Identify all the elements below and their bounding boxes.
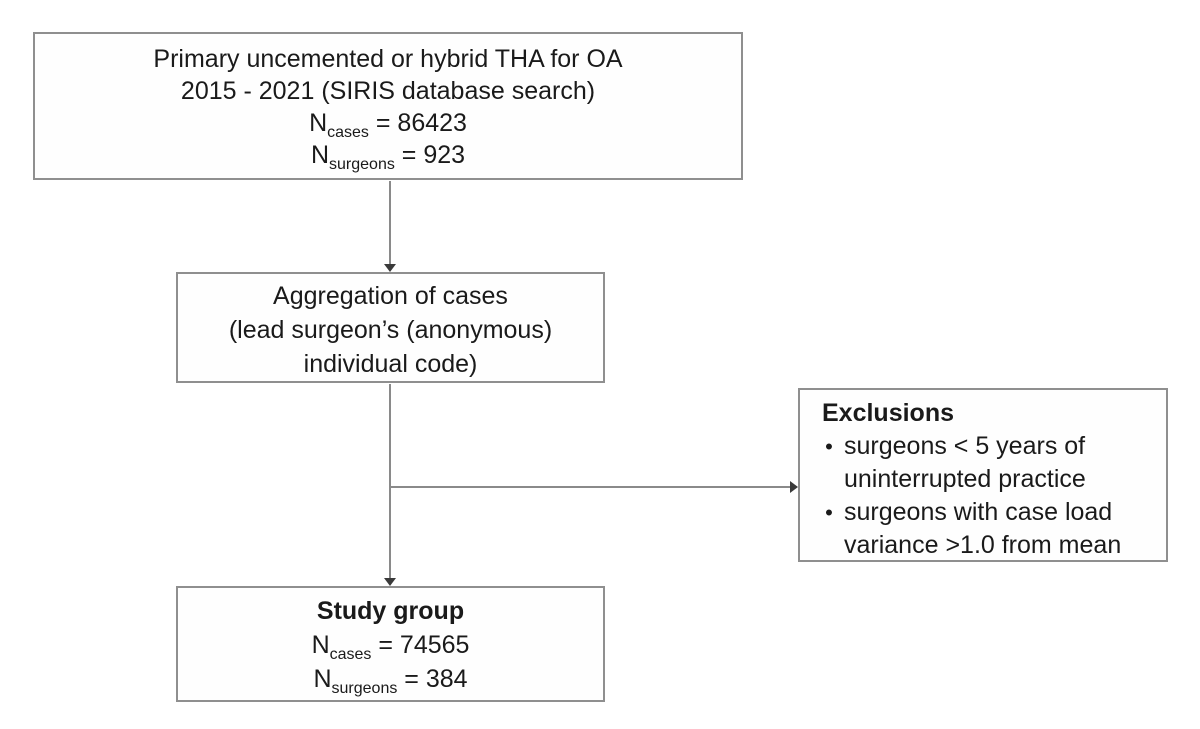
n-subscript: surgeons (329, 156, 395, 173)
source-n-surgeons: Nsurgeons = 923 (35, 139, 741, 173)
n-symbol: N (309, 109, 328, 137)
n-value: = 74565 (371, 631, 470, 659)
n-symbol: N (313, 665, 332, 693)
arrowhead-down-icon (384, 578, 396, 586)
exclusion-item-text: surgeons < 5 years of uninterrupted prac… (844, 432, 1086, 493)
exclusion-item-text: surgeons with case load variance >1.0 fr… (844, 498, 1122, 559)
box-study-group: Study group Ncases = 74565 Nsurgeons = 3… (176, 586, 605, 702)
exclusion-item: • surgeons < 5 years of uninterrupted pr… (814, 430, 1158, 496)
exclusions-title: Exclusions (822, 399, 954, 427)
n-subscript: surgeons (331, 680, 398, 697)
box-exclusions: Exclusions • surgeons < 5 years of unint… (798, 388, 1168, 562)
n-subscript: cases (329, 646, 372, 663)
arrowhead-right-icon (790, 481, 798, 493)
study-group-title: Study group (316, 597, 465, 625)
box-database-search: Primary uncemented or hybrid THA for OA … (33, 32, 743, 180)
box-aggregation: Aggregation of cases (lead surgeon’s (an… (176, 272, 605, 383)
n-subscript: cases (327, 124, 369, 141)
source-line-1: Primary uncemented or hybrid THA for OA (153, 45, 623, 73)
source-n-cases: Ncases = 86423 (35, 107, 741, 141)
n-symbol: N (310, 141, 330, 169)
aggregation-line-1: Aggregation of cases (273, 282, 508, 310)
study-n-surgeons: Nsurgeons = 384 (178, 662, 603, 697)
n-symbol: N (311, 631, 330, 659)
aggregation-line-2: (lead surgeon’s (anonymous) (228, 316, 553, 344)
connector-aggregation-to-study (389, 384, 391, 580)
bullet-icon: • (825, 500, 833, 525)
n-value: = 923 (394, 141, 466, 169)
study-n-cases: Ncases = 74565 (178, 628, 603, 663)
bullet-icon: • (825, 434, 833, 459)
connector-to-exclusions (390, 486, 790, 488)
arrowhead-down-icon (384, 264, 396, 272)
exclusion-item: • surgeons with case load variance >1.0 … (814, 496, 1158, 562)
source-line-2: 2015 - 2021 (SIRIS database search) (180, 77, 596, 105)
n-value: = 86423 (368, 109, 467, 137)
aggregation-line-3: individual code) (303, 350, 478, 378)
n-value: = 384 (397, 665, 468, 693)
connector-source-to-aggregation (389, 181, 391, 266)
